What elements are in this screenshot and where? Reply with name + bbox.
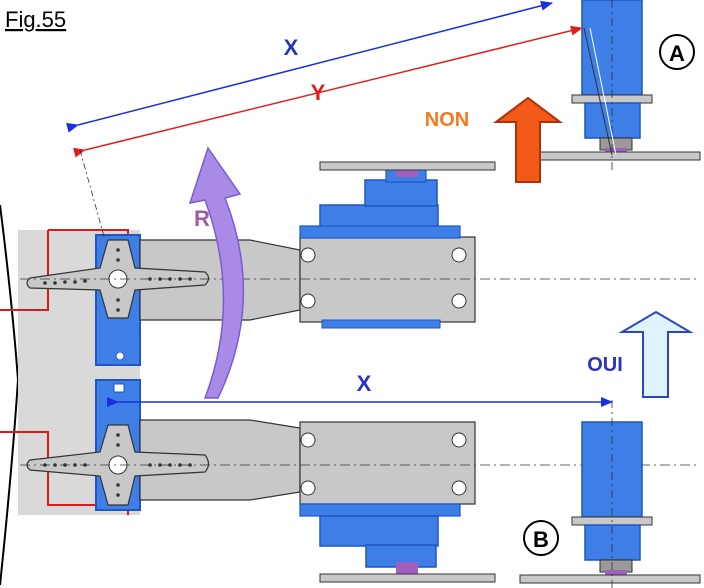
dimension-y-label: Y xyxy=(311,80,326,105)
lower-servo-assembly xyxy=(20,379,700,583)
dimension-x-lower-label: X xyxy=(357,371,372,396)
verdict-oui-label: OUI xyxy=(587,354,623,376)
marker-a-circle xyxy=(659,34,695,70)
rotation-label: R xyxy=(194,206,210,231)
servo-top-right xyxy=(519,0,701,170)
oui-arrow xyxy=(618,310,694,398)
upper-servo-assembly xyxy=(20,161,700,366)
verdict-non-label: NON xyxy=(425,109,469,131)
non-arrow xyxy=(493,96,563,183)
servo-bottom-right xyxy=(519,400,701,588)
marker-b-label: B xyxy=(533,527,549,552)
marker-a-label: A xyxy=(669,41,685,66)
marker-b-circle xyxy=(523,520,559,556)
rotation-arrow xyxy=(188,146,245,399)
dimension-x-upper-line xyxy=(66,0,553,133)
dimension-y-line xyxy=(73,25,583,158)
dimension-x-upper-label: X xyxy=(284,35,299,60)
figure-caption: Fig.55 xyxy=(5,7,66,32)
